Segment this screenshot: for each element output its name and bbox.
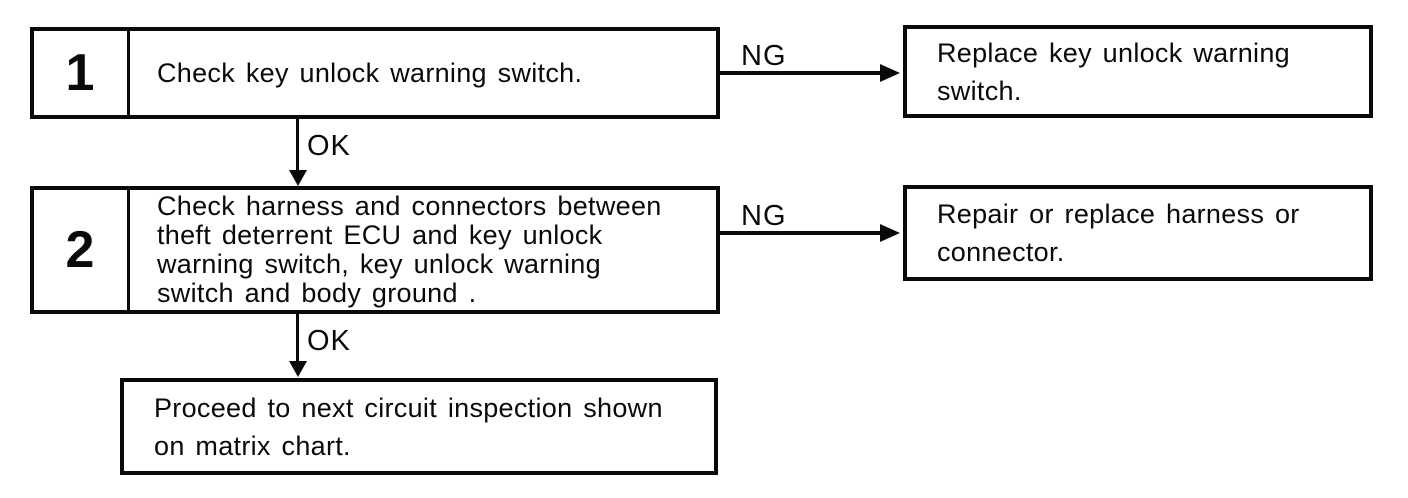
result-2-box: Repair or replace harness or connector. (903, 185, 1373, 281)
step-1-number: 1 (34, 31, 130, 115)
ng-label-2: NG (741, 200, 787, 232)
ok-label-2: OK (307, 325, 351, 357)
step-2-line-3: warning switch, key unlock warning (157, 249, 601, 279)
ok-arrowhead-1-icon (289, 170, 307, 186)
final-line-2: on matrix chart. (154, 430, 351, 461)
step-1-box: 1 Check key unlock warning switch. (30, 27, 720, 119)
ng-arrowhead-2-icon (880, 224, 900, 242)
ng-arrowhead-1-icon (880, 64, 900, 82)
ok-arrow-line-2 (296, 314, 299, 366)
step-2-line-2: theft deterrent ECU and key unlock (157, 220, 603, 250)
step-2-line-1: Check harness and connectors between (157, 191, 662, 221)
ng-arrow-line-2 (720, 231, 884, 235)
ok-label-1: OK (307, 130, 351, 162)
final-line-1: Proceed to next circuit inspection shown (154, 392, 663, 423)
ng-arrow-line-1 (720, 71, 884, 75)
final-box: Proceed to next circuit inspection shown… (120, 378, 718, 475)
result-2-line-2: connector. (937, 237, 1065, 267)
result-1-line-2: switch. (937, 75, 1022, 106)
result-2-line-1: Repair or replace harness or (937, 199, 1300, 229)
ng-label-1: NG (741, 40, 787, 72)
step-2-line-4: switch and body ground . (157, 278, 477, 308)
step-1-text: Check key unlock warning switch. (157, 58, 583, 88)
ok-arrowhead-2-icon (289, 361, 307, 377)
result-1-box: Replace key unlock warning switch. (903, 25, 1373, 118)
step-2-number: 2 (34, 190, 130, 310)
result-1-line-1: Replace key unlock warning (937, 37, 1290, 68)
ok-arrow-line-1 (296, 118, 299, 174)
step-2-box: 2 Check harness and connectors between t… (30, 186, 720, 314)
